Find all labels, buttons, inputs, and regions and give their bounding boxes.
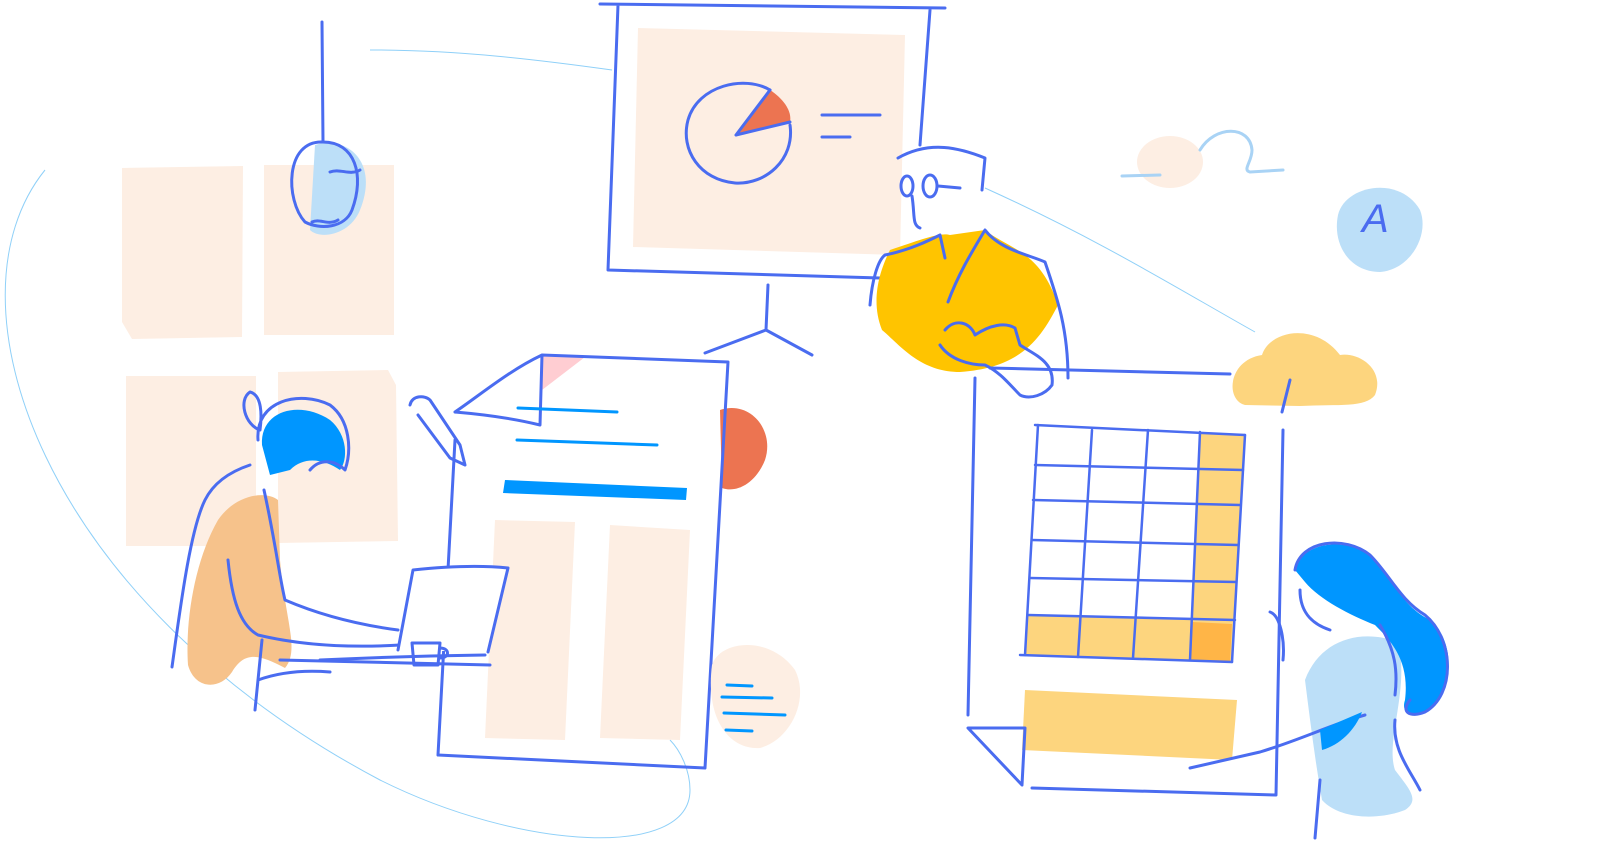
- woman-with-blue-hair: [1188, 541, 1449, 840]
- spreadsheet-grid: [1018, 423, 1247, 664]
- pie-chart-icon: [684, 81, 882, 185]
- notes-blob: [710, 645, 801, 749]
- decorations-top-right: A: [1120, 129, 1423, 406]
- spreadsheet-board: [966, 366, 1292, 797]
- background-arc: [4, 169, 691, 839]
- pencil-icon: [408, 395, 467, 467]
- presentation-board: [598, 2, 947, 357]
- background-arc-top: [369, 49, 613, 71]
- laptop-icon: [318, 564, 510, 662]
- hanging-lamp-icon: [290, 20, 366, 235]
- coffee-mug-icon: [410, 641, 449, 667]
- letter-badge-text: A: [1360, 197, 1389, 241]
- cloud-icon: [1232, 333, 1378, 406]
- document: [408, 353, 801, 770]
- man-with-glasses: [868, 145, 1070, 399]
- window-panes: [122, 165, 398, 546]
- person-with-laptop: [170, 390, 510, 712]
- background-line-right: [984, 187, 1256, 333]
- letter-badge: A: [1336, 187, 1423, 272]
